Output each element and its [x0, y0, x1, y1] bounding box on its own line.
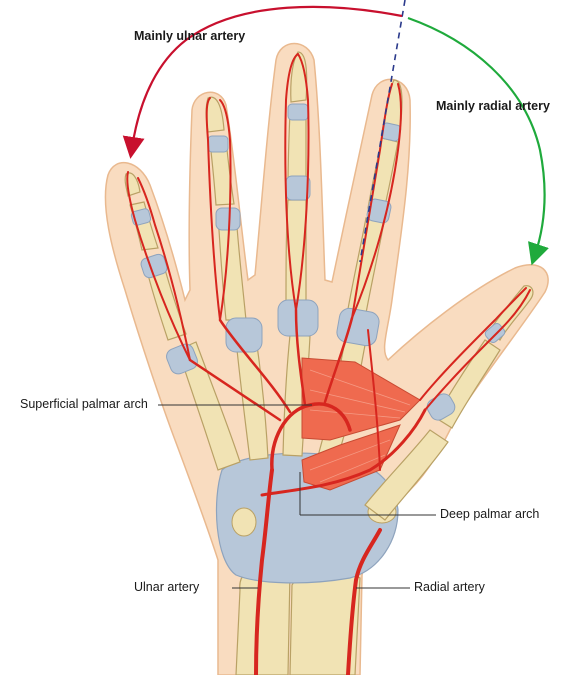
arteries [126, 53, 531, 677]
ring-finger-bones [205, 96, 247, 321]
ulnar-artery-label: Ulnar artery [134, 580, 200, 594]
superficial-palmar-arch-label: Superficial palmar arch [20, 397, 148, 411]
joint-capsules [130, 103, 506, 421]
radial-artery-label: Radial artery [414, 580, 485, 594]
label-leader-lines [158, 404, 436, 589]
ulna-bone [235, 566, 291, 676]
ulnar-radial-divider-line [359, 0, 406, 263]
mainly-ulnar-label: Mainly ulnar artery [134, 29, 246, 43]
deep-palmar-arch-label: Deep palmar arch [440, 507, 540, 521]
mainly-radial-label: Mainly radial artery [436, 99, 550, 113]
ulnar-territory-arrow [122, 5, 403, 159]
pisiform-bone [231, 507, 257, 537]
radial-territory-arrow [407, 16, 549, 266]
muscle-fibers [309, 369, 411, 483]
